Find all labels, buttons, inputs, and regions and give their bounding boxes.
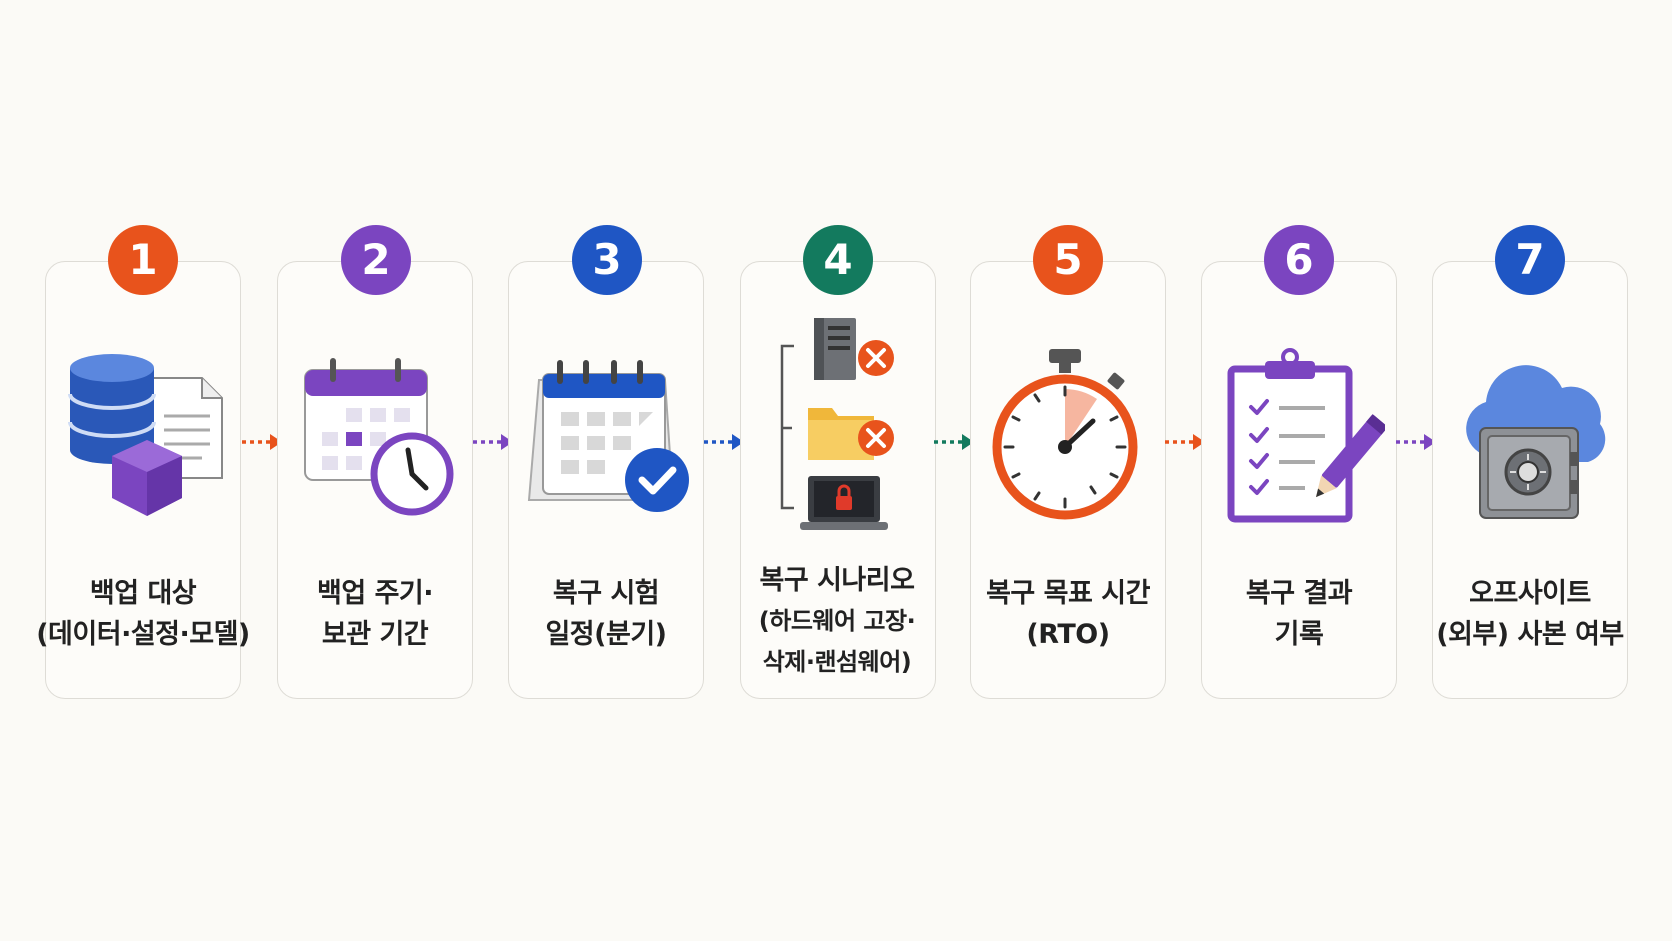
step-label-4-line-1: 복구 시나리오 [759,565,915,596]
step-label-1-line-2: (데이터·설정·모델) [36,619,250,650]
clipboard-checklist-icon [1227,348,1385,523]
database-document-box-icon [68,354,223,516]
step-label-2-line-2: 보관 기간 [321,619,429,650]
arrow-2-3 [473,434,513,450]
step-label-3: 복구 시험 일정(분기) [491,573,721,655]
step-label-7-line-1: 오프사이트 [1469,578,1591,609]
step-badge-2: 2 [341,225,411,295]
step-label-5: 복구 목표 시간 (RTO) [953,573,1183,655]
step-badge-3: 3 [572,225,642,295]
step-label-6-line-2: 기록 [1274,619,1324,650]
step-label-3-line-2: 일정(분기) [545,619,667,650]
step-label-4-line-3: 삭제·랜섬웨어) [762,648,912,676]
step-label-2: 백업 주기· 보관 기간 [260,573,490,655]
step-label-4: 복구 시나리오 (하드웨어 고장· 삭제·랜섬웨어) [722,560,952,683]
arrow-6-7 [1396,434,1436,450]
step-label-4-line-2: (하드웨어 고장· [758,607,916,635]
arrow-1-2 [242,434,282,450]
cloud-safe-icon [1466,365,1606,519]
arrow-3-4 [704,434,744,450]
step-badge-1: 1 [108,225,178,295]
step-badge-4: 4 [803,225,873,295]
step-badge-7: 7 [1495,225,1565,295]
calendar-check-icon [527,360,689,512]
step-label-7-line-2: (외부) 사본 여부 [1436,619,1624,650]
step-label-5-line-1: 복구 목표 시간 [986,578,1150,609]
step-label-6: 복구 결과 기록 [1184,573,1414,655]
step-label-3-line-1: 복구 시험 [552,578,660,609]
stopwatch-icon [992,349,1138,520]
step-badge-6: 6 [1264,225,1334,295]
step-label-6-line-1: 복구 결과 [1245,578,1353,609]
arrow-4-5 [934,434,974,450]
calendar-clock-icon [304,358,454,516]
step-label-2-line-1: 백업 주기· [316,578,434,609]
failure-scenarios-icon [780,318,894,530]
step-badge-5: 5 [1033,225,1103,295]
step-label-1-line-1: 백업 대상 [89,578,197,609]
step-label-5-line-2: (RTO) [1026,619,1110,650]
arrow-5-6 [1165,434,1205,450]
step-label-1: 백업 대상 (데이터·설정·모델) [28,573,258,655]
step-label-7: 오프사이트 (외부) 사본 여부 [1415,573,1645,655]
